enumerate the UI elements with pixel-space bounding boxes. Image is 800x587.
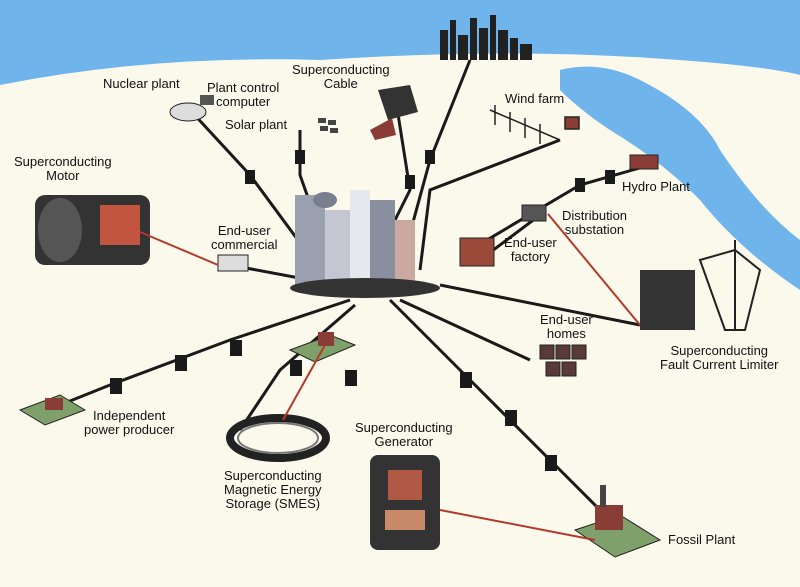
label-enduser-factory: End-user factory <box>504 236 557 264</box>
label-line-1: Superconducting <box>292 62 390 77</box>
hydro-plant-icon <box>629 154 659 170</box>
label-enduser-commercial: End-user commercial <box>211 224 277 252</box>
label-smes: Superconducting Magnetic Energy Storage … <box>224 469 322 511</box>
label-sc-generator: Superconducting Generator <box>355 421 453 449</box>
sc-motor-icon <box>35 195 150 265</box>
label-enduser-homes: End-user homes <box>540 313 593 341</box>
label-line-2: commercial <box>211 237 278 252</box>
label-line-1: Plant control <box>207 80 280 95</box>
wind-farm-icon <box>489 105 580 144</box>
label-hydro-plant: Hydro Plant <box>622 180 690 194</box>
label-line-2: factory <box>510 249 550 264</box>
label-line-1: Superconducting <box>670 343 769 358</box>
label-solar-plant: Solar plant <box>225 118 287 132</box>
motor-connector <box>139 231 219 266</box>
generator-connector <box>439 509 596 541</box>
factory-icon <box>459 237 495 267</box>
commercial-icon <box>217 254 249 272</box>
label-superconducting-cable: Superconducting Cable <box>292 63 390 91</box>
label-fault-limiter: Superconducting Fault Current Limiter <box>660 344 778 372</box>
river <box>560 66 800 291</box>
label-line-1b: user <box>245 223 271 238</box>
label-line-2: computer <box>216 94 271 109</box>
independent-producer-icon <box>18 394 87 426</box>
label-line-1: Superconducting <box>355 420 453 435</box>
label-text: Hydro Plant <box>622 179 690 194</box>
label-text: Nuclear plant <box>103 76 180 91</box>
solar-plant-icon <box>318 118 338 133</box>
label-line-1: End-user <box>504 235 557 250</box>
smes-connector <box>282 344 326 421</box>
label-fossil-plant: Fossil Plant <box>668 533 735 547</box>
label-line-1: End-user <box>540 312 593 327</box>
label-line-2: Generator <box>374 434 434 449</box>
label-independent-producer: Independent power producer <box>84 409 174 437</box>
label-line-1: Distribution <box>562 208 628 223</box>
label-line-2: Fault Current Limiter <box>660 357 779 372</box>
label-nuclear-plant: Nuclear plant <box>103 77 180 91</box>
label-line-2: homes <box>546 326 586 341</box>
label-plant-control: Plant control computer <box>207 81 279 109</box>
pylons <box>110 150 615 471</box>
label-distribution-substation: Distribution substation <box>562 209 627 237</box>
central-city <box>290 190 440 298</box>
label-text: Fossil Plant <box>668 532 736 547</box>
sc-generator-icon <box>370 455 440 550</box>
smes-ring-icon <box>226 414 330 462</box>
homes-icon <box>539 344 587 377</box>
label-text: Solar plant <box>225 117 288 132</box>
nuclear-plant-icon <box>169 95 214 122</box>
label-line-2: substation <box>564 222 625 237</box>
label-line-2: power producer <box>84 422 175 437</box>
label-line-1: Superconducting <box>224 468 322 483</box>
label-line-2: Cable <box>323 76 358 91</box>
fault-limiter-icon <box>640 240 762 331</box>
label-line-3: Storage (SMES) <box>225 496 321 511</box>
label-sc-motor: Superconducting Motor <box>14 155 112 183</box>
label-line-1: Independent <box>93 408 166 423</box>
label-line-2: Motor <box>46 168 80 183</box>
limiter-connector <box>547 213 641 326</box>
label-line-1: End- <box>217 223 246 238</box>
fossil-plant-icon <box>573 485 662 558</box>
land <box>0 53 800 587</box>
superconducting-cable-icon <box>370 85 418 140</box>
label-text: Wind farm <box>505 91 565 106</box>
label-wind-farm: Wind farm <box>505 92 564 106</box>
substation-icon <box>521 204 547 222</box>
label-line-2: Magnetic Energy <box>224 482 322 497</box>
label-line-1: Superconducting <box>14 154 112 169</box>
distant-city <box>440 15 532 60</box>
